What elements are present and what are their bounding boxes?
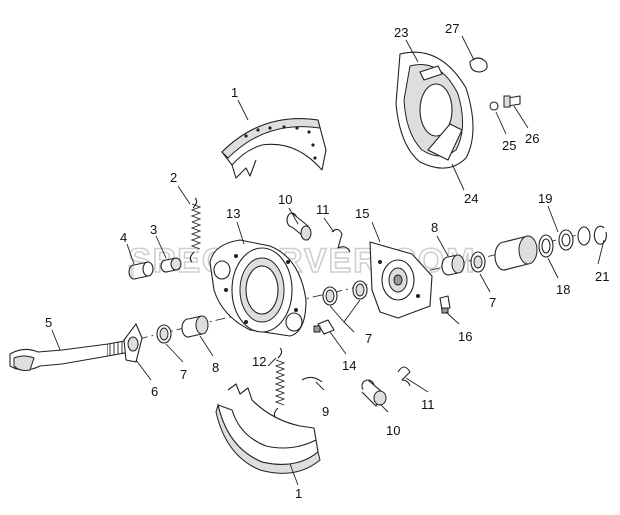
callout-26: 26	[525, 131, 539, 146]
callout-25: 25	[502, 138, 516, 153]
callout-3: 3	[150, 222, 157, 237]
callout-14: 14	[342, 358, 356, 373]
callout-11-upper: 11	[316, 202, 330, 217]
clip-part-11-lower	[397, 366, 411, 387]
callout-1-lower: 1	[295, 486, 302, 501]
callout-2: 2	[170, 170, 177, 185]
grease-fitting-part-14	[313, 319, 335, 335]
washer-part-6	[123, 323, 143, 363]
seal-ring-part-7-left	[156, 324, 172, 344]
callout-21: 21	[595, 269, 609, 284]
callout-10-upper: 10	[278, 192, 292, 207]
pin-part-9	[301, 376, 323, 383]
callout-11-lower: 11	[421, 397, 435, 412]
callout-7-right: 7	[489, 295, 496, 310]
callout-18: 18	[556, 282, 570, 297]
camshaft-part-5	[9, 339, 134, 371]
roller-part-10-lower	[361, 379, 387, 407]
brake-spider-part-13	[209, 239, 307, 337]
roller-part-10-upper	[286, 212, 312, 241]
callout-4: 4	[120, 230, 127, 245]
bushing-part-8-right	[441, 254, 465, 276]
callout-16: 16	[458, 329, 472, 344]
pin-part-4	[128, 261, 154, 280]
callout-7-left: 7	[180, 367, 187, 382]
return-spring-upper	[189, 197, 202, 263]
callout-8-right: 8	[431, 220, 438, 235]
clip-part-11-upper	[331, 228, 351, 253]
callout-5: 5	[45, 315, 52, 330]
bushing-part-18	[494, 235, 538, 271]
dust-shield-part-23-24	[395, 51, 474, 169]
bushing-part-3	[160, 257, 182, 273]
callout-23: 23	[394, 25, 408, 40]
leader-lines	[51, 35, 605, 486]
clip-part-27	[469, 57, 488, 73]
callout-24: 24	[464, 191, 478, 206]
callout-1-upper: 1	[231, 85, 238, 100]
bolt-part-26	[503, 95, 521, 108]
callout-19: 19	[538, 191, 552, 206]
callout-6: 6	[151, 384, 158, 399]
brake-shoe-upper	[221, 118, 327, 179]
brake-shoe-lower	[215, 383, 321, 474]
callout-labels: 1 1 2 3 4 5 6 7 7 7 8 8 9 10 10 11 11 12…	[45, 21, 609, 501]
bracket-part-15	[369, 241, 433, 319]
callout-15: 15	[355, 206, 369, 221]
seal-ring-part-7-center	[322, 280, 368, 306]
bushing-part-8-left	[181, 315, 209, 338]
callout-13: 13	[226, 206, 240, 221]
callout-27: 27	[445, 21, 459, 36]
snap-ring-part-21	[593, 225, 607, 245]
callout-8-left: 8	[212, 360, 219, 375]
callout-7-center: 7	[365, 331, 372, 346]
washer-part-19	[538, 226, 591, 258]
return-spring-lower	[273, 347, 286, 419]
washer-part-25	[489, 101, 499, 111]
callout-9: 9	[322, 404, 329, 419]
callout-12: 12	[252, 354, 266, 369]
grease-fitting-part-16	[439, 295, 451, 314]
callout-10-lower: 10	[386, 423, 400, 438]
seal-ring-part-7-right	[470, 251, 486, 273]
